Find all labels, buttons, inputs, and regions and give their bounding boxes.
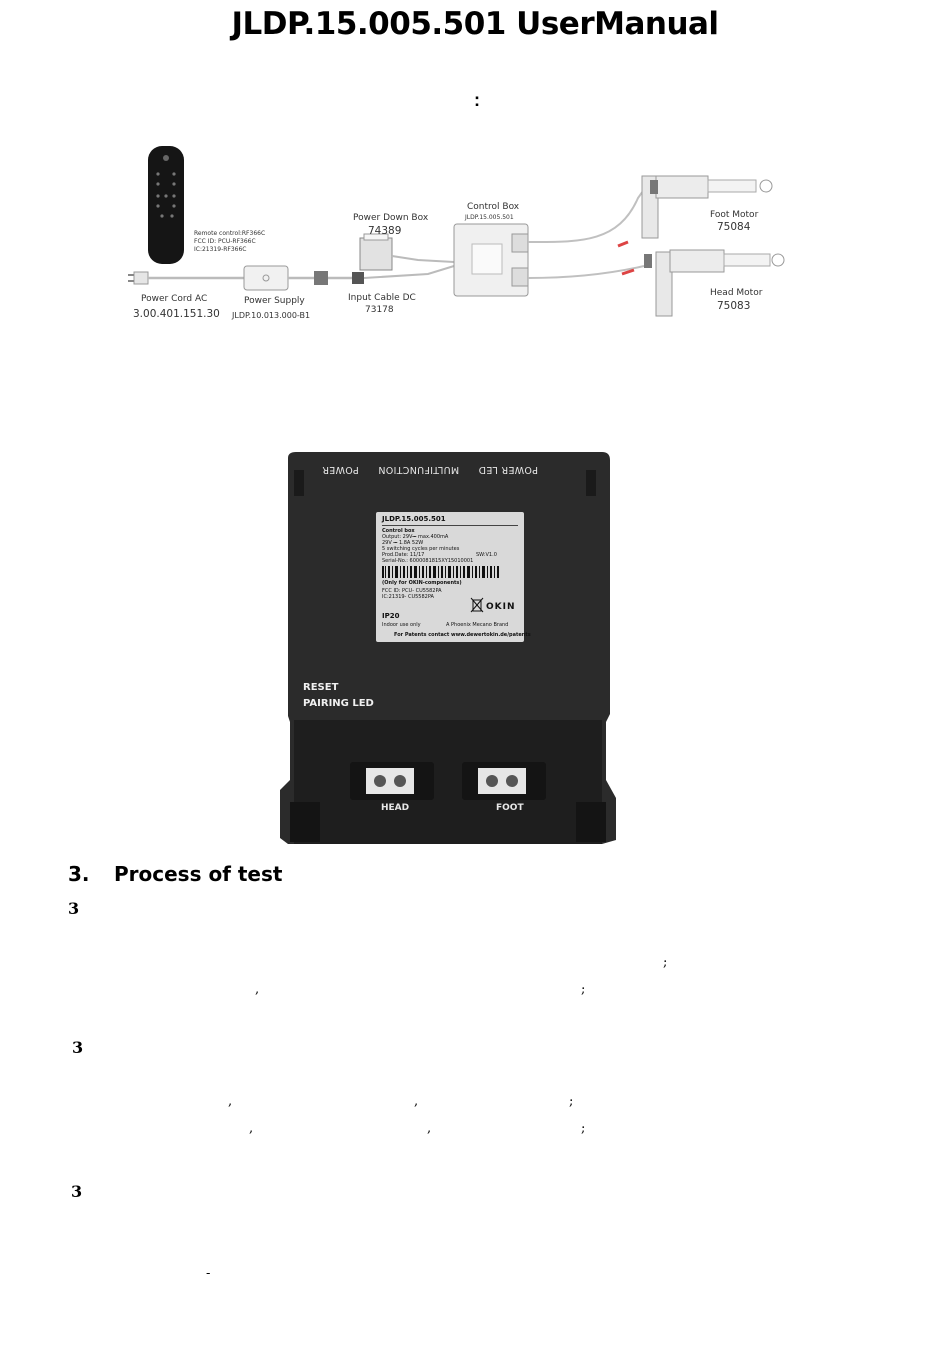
sticker-line-3: 29V ⎓ 1.8A 52W	[382, 540, 424, 546]
head-port-label: HEAD	[381, 803, 410, 813]
power-down-box-image	[359, 237, 393, 271]
foot-motor-image	[641, 175, 773, 239]
control-box-photo: POWER LED MULTIFUNCTION POWER JLDP.15.00…	[280, 450, 616, 846]
subsection-1-number: 3	[68, 899, 80, 918]
sticker-line-7: (Only for OKIN-components)	[382, 580, 462, 586]
control-box-photo-graphic	[280, 452, 616, 844]
subsection-3-number: 3	[71, 1182, 83, 1201]
head-motor-label: Head Motor	[710, 288, 763, 298]
sticker-line-4: 5 switching cycles per minutes	[382, 546, 460, 552]
ac-plug-image	[133, 271, 149, 285]
mark-1c: ;	[581, 982, 586, 997]
sticker-sw-version: SW:V1.0	[476, 552, 497, 558]
power-supply-image	[243, 265, 289, 291]
mark-1a: ;	[663, 955, 668, 970]
head-motor-number: 75083	[717, 300, 751, 312]
control-box-number: JLDP.15.005.501	[465, 214, 514, 221]
power-cord-label: Power Cord AC	[141, 294, 208, 304]
sticker-patents: For Patents contact www.dewertokin.de/pa…	[394, 632, 531, 638]
sticker-ip-rating: IP20	[382, 612, 400, 620]
mark-2b: ,	[414, 1094, 419, 1109]
power-cord-number: 3.00.401.151.30	[133, 308, 220, 320]
multifunction-label: MULTIFUNCTION	[378, 464, 460, 475]
power-supply-label: Power Supply	[244, 296, 305, 306]
mark-3a: -	[206, 1266, 211, 1281]
weee-bin-icon	[470, 597, 484, 613]
head-motor-image	[644, 249, 785, 317]
pairing-led-label: PAIRING LED	[303, 698, 374, 709]
barcode-image	[382, 566, 499, 578]
remote-control-label: Remote control:RF366C	[194, 230, 266, 237]
mark-2c: ;	[569, 1094, 574, 1109]
section-heading: 3. Process of test	[68, 862, 282, 886]
foot-port-label: FOOT	[496, 803, 524, 813]
photo-top-labels: POWER LED MULTIFUNCTION POWER	[280, 464, 580, 475]
section-title: Process of test	[114, 862, 283, 886]
mark-2a: ,	[228, 1094, 233, 1109]
foot-motor-label: Foot Motor	[710, 210, 759, 220]
sticker-line-8: FCC ID: PCU- CU5582PA	[382, 588, 442, 594]
reset-label: RESET	[303, 682, 339, 693]
sticker-brand: A Phoenix Mecano Brand	[446, 622, 509, 628]
sticker-model: JLDP.15.005.501	[382, 515, 518, 526]
section-number: 3.	[68, 862, 90, 886]
sticker-line-2: Output: 29V⎓ max.400mA	[382, 534, 449, 540]
power-led-label: POWER LED	[478, 464, 538, 475]
input-cable-label: Input Cable DC	[348, 293, 416, 303]
mark-2f: ;	[581, 1121, 586, 1136]
power-supply-number: JLDP.10.013.000-B1	[232, 311, 311, 320]
control-box-label: Control Box	[467, 202, 520, 212]
mark-2e: ,	[427, 1121, 432, 1136]
sticker-line-5: Prod.Date: 11/17	[382, 552, 425, 558]
power-down-box-number: 74389	[368, 225, 402, 237]
sticker-line-6: Serial-No.: 6000081815XY15010001	[382, 558, 474, 564]
remote-control-image	[148, 146, 184, 264]
product-label-sticker: JLDP.15.005.501 Control box Output: 29V⎓…	[376, 512, 531, 642]
sticker-line-1: Control box	[382, 528, 415, 534]
power-label: POWER	[322, 464, 359, 475]
mark-2d: ,	[249, 1121, 254, 1136]
wiring-diagram-graphic	[128, 146, 785, 317]
subsection-2-number: 3	[72, 1038, 84, 1057]
document-title: JLDP.15.005.501 UserManual	[231, 6, 719, 42]
colon-mark: :	[474, 90, 480, 110]
foot-motor-number: 75084	[717, 221, 751, 233]
okin-logo: OKIN	[486, 602, 516, 612]
sticker-line-9: IC:21319- CU5582PA	[382, 594, 434, 600]
wiring-diagram: Remote control:RF366C FCC ID: PCU-RF366C…	[128, 138, 790, 330]
power-down-box-label: Power Down Box	[353, 213, 429, 223]
mark-1b: ,	[255, 982, 260, 997]
remote-fcc-label: FCC ID: PCU-RF366C	[194, 238, 256, 245]
input-cable-number: 73178	[365, 305, 394, 315]
sticker-indoor-use: Indoor use only	[382, 622, 421, 628]
remote-ic-label: IC:21319-RF366C	[194, 246, 247, 253]
